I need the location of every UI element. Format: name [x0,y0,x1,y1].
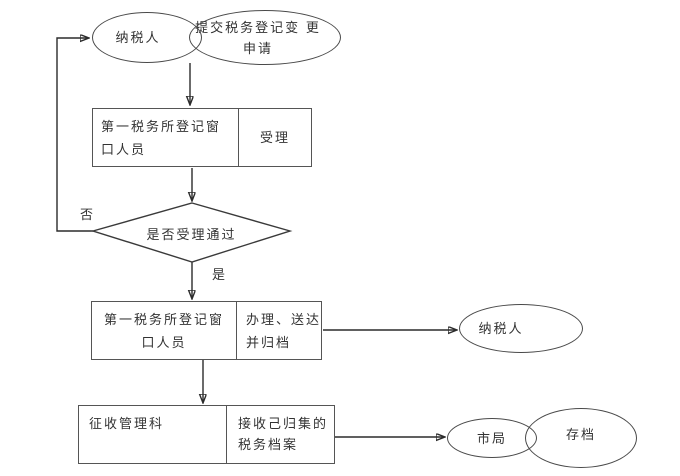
collection-role-label: 征收管理科 [89,416,165,431]
accept-action-label: 受理 [259,130,290,145]
connector-no-loop [56,38,93,232]
node-accept-step: 第一税务所登记窗 口人员 受理 [92,108,312,167]
process-role-line1: 第一税务所登记窗 [103,311,224,327]
decision-no-label: 否 [80,207,94,222]
accept-step-action-cell: 受理 [238,109,311,166]
decision-label: 是否受理通过 [146,227,237,242]
node-archive: 存档 [525,408,637,468]
process-action-line2: 并归档 [246,334,292,350]
node-submit-application: 提交税务登记变 更申请 [189,10,341,65]
collection-action-line1: 接收己归集的 [238,416,329,431]
decision-diamond-shape [90,202,293,263]
process-step-role-cell: 第一税务所登记窗 口人员 [92,302,236,359]
collection-step-action-cell: 接收己归集的 税务档案 [226,406,334,463]
node-process-step: 第一税务所登记窗 口人员 办理、送达 并归档 [91,301,322,360]
node-taxpayer-receiver: 纳税人 [459,304,583,353]
city-bureau-label: 市局 [476,430,507,446]
submit-application-label: 提交税务登记变 更申请 [190,17,326,59]
accept-role-line2: 口人员 [101,141,147,157]
node-taxpayer-start: 纳税人 [92,12,202,63]
process-step-action-cell: 办理、送达 并归档 [236,302,321,359]
submit-application-line1: 提交税务登记变 [195,19,301,35]
node-city-bureau: 市局 [447,418,537,458]
submit-application-line2: 更申请 [242,19,321,56]
decision-yes-label: 是 [212,267,226,282]
process-action-line1: 办理、送达 [246,311,322,327]
node-collection-step: 征收管理科 接收己归集的 税务档案 [78,405,335,464]
taxpayer-start-label: 纳税人 [115,30,161,45]
taxpayer-receiver-label: 纳税人 [478,321,524,336]
archive-label: 存档 [565,426,596,442]
accept-role-line1: 第一税务所登记窗 [101,118,222,134]
collection-action-line2: 税务档案 [238,437,299,452]
collection-step-role-cell: 征收管理科 [79,406,226,463]
accept-step-role-cell: 第一税务所登记窗 口人员 [93,109,238,166]
process-role-line2: 口人员 [141,334,187,350]
